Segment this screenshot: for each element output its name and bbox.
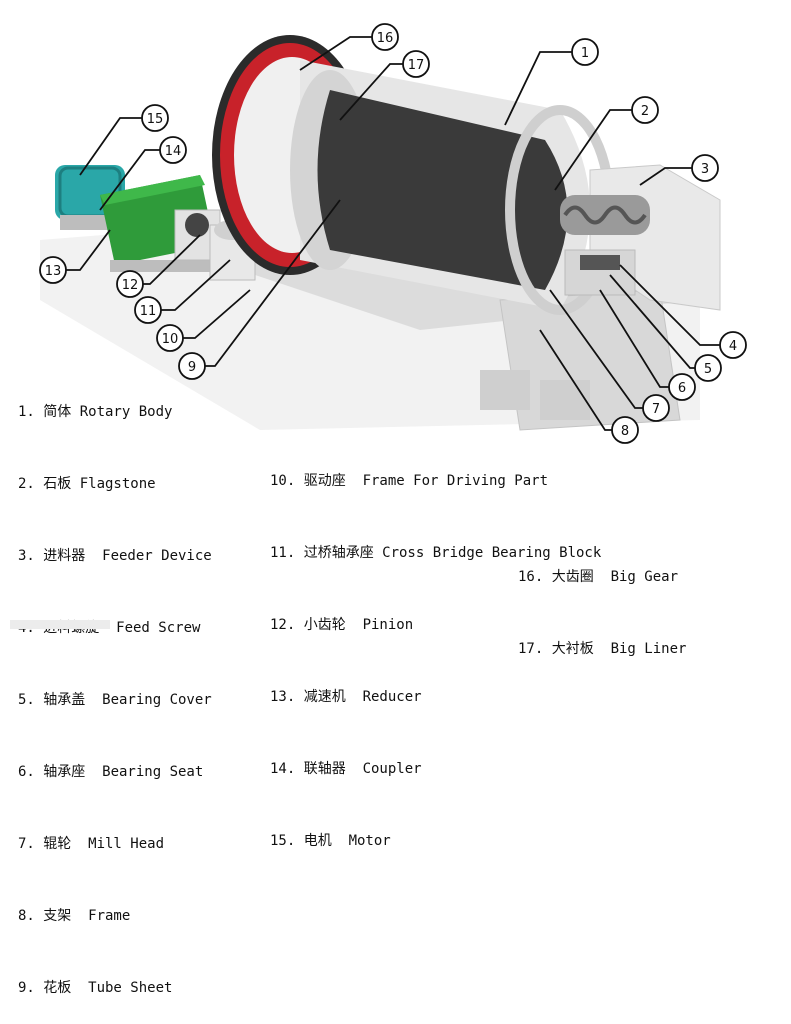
callout-15: 15 [141,104,169,132]
ball-mill-diagram: 1 2 3 4 5 6 7 8 9 10 11 12 13 14 15 16 1… [39,23,747,444]
callout-10: 10 [156,324,184,352]
frame-leg-a [480,370,530,410]
callout-6: 6 [668,373,696,401]
svg-text:4: 4 [729,339,737,354]
callout-8: 8 [611,416,639,444]
frame-leg-b [540,380,590,420]
svg-text:6: 6 [678,381,686,396]
svg-text:16: 16 [377,31,394,46]
legend-item: 3. 进料器 Feeder Device [18,548,212,564]
callout-13: 13 [39,256,67,284]
svg-text:11: 11 [140,304,157,319]
legend-item: 6. 轴承座 Bearing Seat [18,764,204,780]
liner-interior [317,90,568,290]
legend-item: 15. 电机 Motor [270,833,391,849]
footer-divider [10,620,110,629]
legend-item: 5. 轴承盖 Bearing Cover [18,692,212,708]
svg-text:15: 15 [147,112,164,127]
svg-text:5: 5 [704,362,712,377]
callout-1: 1 [571,38,599,66]
callout-4: 4 [719,331,747,359]
legend-item: 9. 花板 Tube Sheet [18,980,173,996]
callout-3: 3 [691,154,719,182]
callout-7: 7 [642,394,670,422]
legend-item: 10. 驱动座 Frame For Driving Part [270,473,549,489]
svg-text:2: 2 [641,104,649,119]
svg-text:8: 8 [621,424,629,439]
callout-11: 11 [134,296,162,324]
legend-item: 13. 减速机 Reducer [270,689,422,705]
bearing-seat [564,249,636,296]
legend-item: 14. 联轴器 Coupler [270,761,422,777]
callout-2: 2 [631,96,659,124]
svg-text:9: 9 [188,360,196,375]
legend-item: 7. 辊轮 Mill Head [18,836,165,852]
legend-item: 11. 过桥轴承座 Cross Bridge Bearing Block [270,545,602,561]
legend-column-3: 16. 大齿圈 Big Gear 17. 大衬板 Big Liner [518,517,686,685]
rotary-body [290,60,615,315]
svg-text:1: 1 [581,46,589,61]
legend-item: 16. 大齿圈 Big Gear [518,569,679,585]
callouts: 1 2 3 4 5 6 7 8 9 10 11 12 13 14 15 16 1… [39,23,747,444]
svg-text:10: 10 [162,332,179,347]
callout-12: 12 [116,270,144,298]
callout-14: 14 [159,136,187,164]
svg-text:14: 14 [165,144,182,159]
svg-text:17: 17 [408,58,425,73]
svg-text:7: 7 [652,402,660,417]
svg-text:3: 3 [701,162,709,177]
callout-17: 17 [402,50,430,78]
legend-column-1: 1. 简体 Rotary Body 2. 石板 Flagstone 3. 进料器… [18,352,212,1024]
svg-text:12: 12 [122,278,139,293]
legend-item: 1. 简体 Rotary Body [18,404,173,420]
legend-item: 8. 支架 Frame [18,908,131,924]
callout-9: 9 [178,352,206,380]
legend-item: 2. 石板 Flagstone [18,476,156,492]
callout-5: 5 [694,354,722,382]
callout-16: 16 [371,23,399,51]
legend-item: 17. 大衬板 Big Liner [518,641,687,657]
svg-text:13: 13 [45,264,62,279]
